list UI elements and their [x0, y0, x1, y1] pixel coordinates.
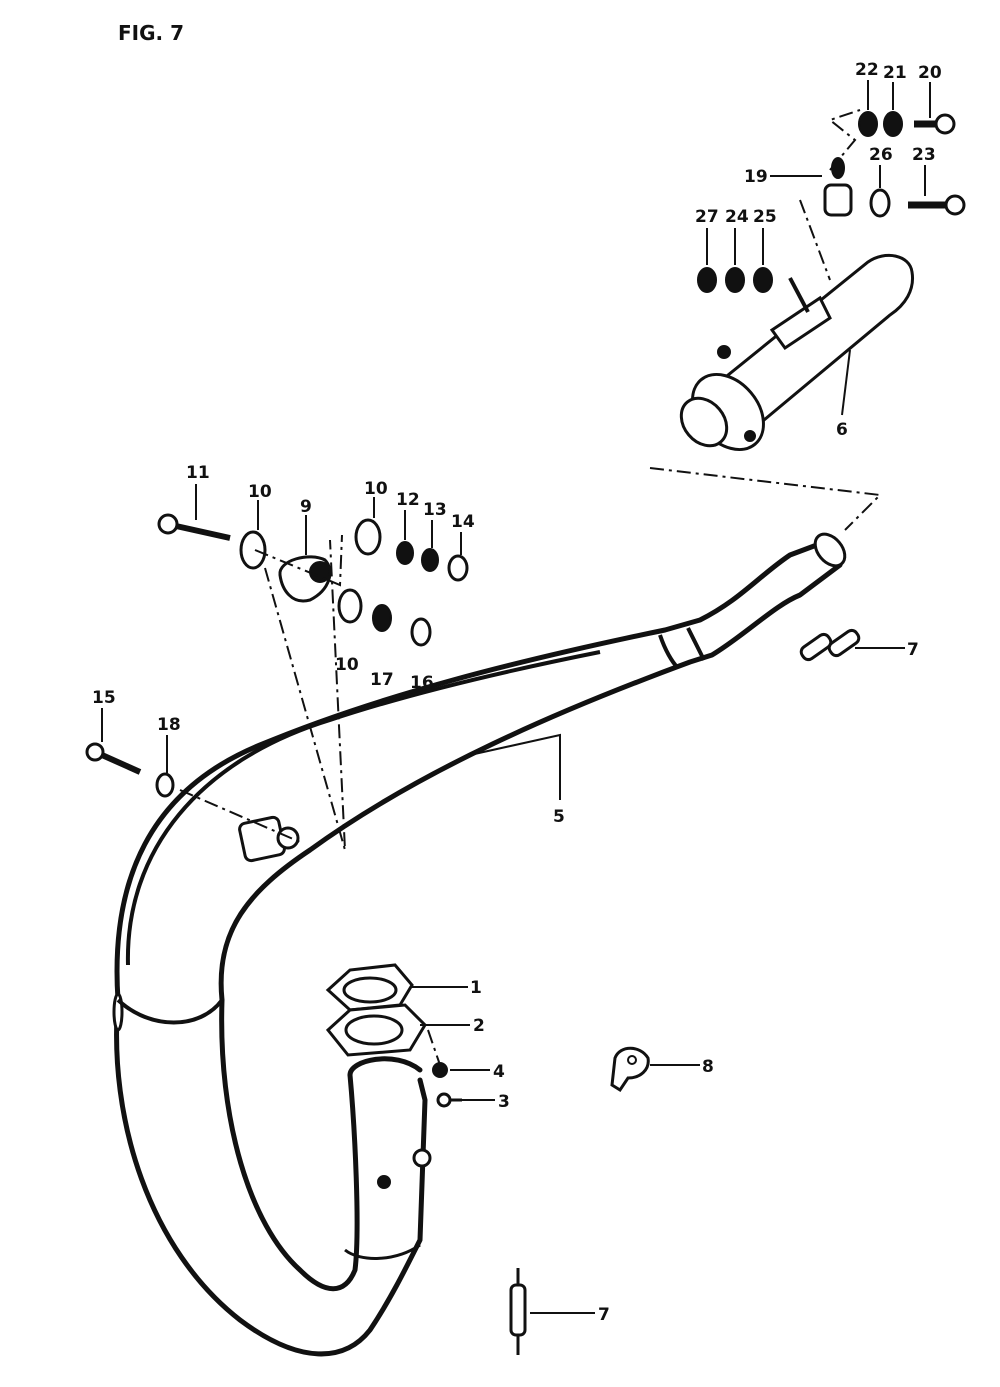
exhaust-flange [325, 1003, 427, 1057]
callout-25: 25 [753, 207, 777, 227]
callout-7-upper: 7 [907, 640, 919, 660]
exhaust-spring [509, 1268, 527, 1355]
callout-22: 22 [855, 60, 879, 80]
callout-24: 24 [725, 207, 749, 227]
callout-13: 13 [423, 500, 447, 520]
washer [396, 541, 414, 565]
washer [354, 518, 382, 556]
callout-18: 18 [157, 715, 181, 735]
callout-16: 16 [410, 673, 434, 693]
callout-10-lower: 10 [335, 655, 359, 675]
callout-21: 21 [883, 63, 907, 83]
mount-bolt [157, 513, 231, 541]
callout-5: 5 [553, 807, 565, 827]
callout-10-right: 10 [364, 479, 388, 499]
cap-nut [447, 554, 469, 582]
washer [155, 772, 175, 798]
callout-19: 19 [744, 167, 768, 187]
nut [421, 548, 439, 572]
washer [725, 267, 745, 293]
mount-bolt [85, 742, 142, 775]
callout-17: 17 [370, 670, 394, 690]
callout-8: 8 [702, 1057, 714, 1077]
washer [753, 267, 773, 293]
callout-6: 6 [836, 420, 848, 440]
bolt [914, 113, 956, 135]
callout-7-lower: 7 [598, 1305, 610, 1325]
flange-nut [432, 1062, 448, 1078]
exhaust-spring [799, 628, 861, 662]
nut [372, 604, 392, 632]
bolt [908, 194, 966, 216]
washer [239, 530, 267, 570]
exhaust-flange-gasket [325, 963, 414, 1012]
nut [697, 267, 717, 293]
callout-14: 14 [451, 512, 475, 532]
callout-15: 15 [92, 688, 116, 708]
callout-11: 11 [186, 463, 210, 483]
clamp [610, 1046, 650, 1093]
callout-1: 1 [470, 978, 482, 998]
washer [337, 588, 363, 624]
silencer-rubber-mount [823, 157, 853, 217]
washer [869, 188, 891, 218]
callout-9: 9 [300, 497, 312, 517]
exhaust-pipe [112, 532, 847, 1357]
washer [858, 111, 878, 137]
callout-2: 2 [473, 1016, 485, 1036]
rubber-bushing [278, 555, 332, 603]
nut [883, 111, 903, 137]
callout-23: 23 [912, 145, 936, 165]
callout-27: 27 [695, 207, 719, 227]
callout-12: 12 [396, 490, 420, 510]
callout-10-left: 10 [248, 482, 272, 502]
callout-3: 3 [498, 1092, 510, 1112]
callout-4: 4 [493, 1062, 505, 1082]
callout-20: 20 [918, 63, 942, 83]
silencer [679, 253, 915, 452]
figure-title: FIG. 7 [118, 21, 184, 45]
spacer [410, 617, 432, 647]
callout-26: 26 [869, 145, 893, 165]
